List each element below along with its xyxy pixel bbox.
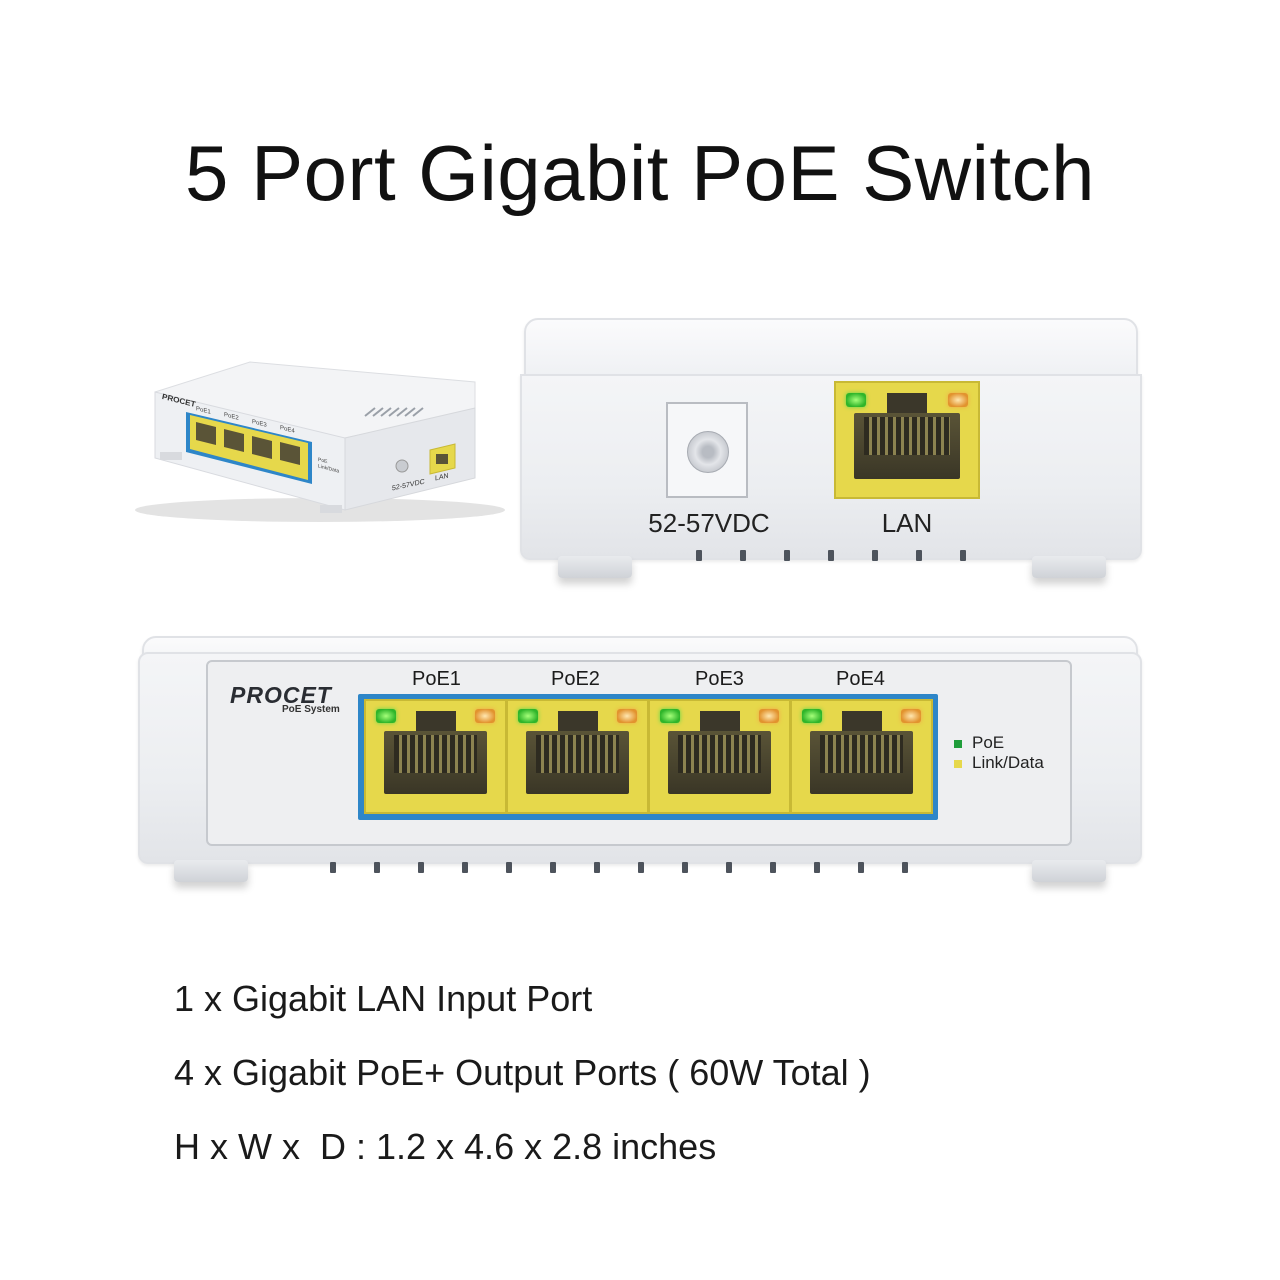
vent bbox=[784, 550, 790, 561]
poe2-poe-led bbox=[518, 709, 538, 723]
vent bbox=[696, 550, 702, 561]
spec-list: 1 x Gigabit LAN Input Port 4 x Gigabit P… bbox=[174, 975, 871, 1197]
lan-port[interactable] bbox=[834, 381, 980, 499]
lan-poe-led bbox=[846, 393, 866, 407]
poe4-link-led bbox=[901, 709, 921, 723]
poe2-jack-neck bbox=[557, 711, 598, 733]
spec-poe-output: 4 x Gigabit PoE+ Output Ports ( 60W Tota… bbox=[174, 1052, 871, 1093]
port-label-poe2: PoE2 bbox=[551, 668, 600, 690]
vent bbox=[726, 862, 732, 873]
poe4-poe-led bbox=[802, 709, 822, 723]
legend-link-label: Link/Data bbox=[972, 753, 1044, 772]
foot bbox=[1032, 860, 1106, 882]
vent bbox=[374, 862, 380, 873]
vent bbox=[960, 550, 966, 561]
poe-port-1[interactable] bbox=[364, 699, 507, 814]
poe-port-4[interactable] bbox=[790, 699, 933, 814]
vent bbox=[330, 862, 336, 873]
poe2-jack-pins bbox=[536, 735, 619, 773]
port-label-poe3: PoE3 bbox=[695, 668, 744, 690]
poe3-link-led bbox=[759, 709, 779, 723]
port-label-poe4: PoE4 bbox=[836, 668, 885, 690]
vent bbox=[462, 862, 468, 873]
page-title: 5 Port Gigabit PoE Switch bbox=[185, 129, 1095, 217]
vent bbox=[506, 862, 512, 873]
switch-isometric-image bbox=[135, 361, 505, 522]
port-label-poe1: PoE1 bbox=[412, 668, 461, 690]
vent bbox=[418, 862, 424, 873]
vent bbox=[770, 862, 776, 873]
vent bbox=[828, 550, 834, 561]
lan-label: LAN bbox=[881, 508, 933, 538]
brand-logo: PROCET bbox=[230, 682, 332, 708]
foot bbox=[1032, 556, 1106, 578]
lan-jack-neck bbox=[887, 393, 927, 415]
foot bbox=[558, 556, 632, 578]
poe4-jack-pins bbox=[820, 735, 903, 773]
legend-link-swatch bbox=[954, 759, 962, 768]
brand-subtitle: PoE System bbox=[282, 704, 340, 715]
switch-front-view: PROCET PoE System PoE1 PoE2 PoE3 PoE4 Po… bbox=[138, 636, 1142, 894]
lan-link-led bbox=[948, 393, 968, 407]
vent bbox=[858, 862, 864, 873]
vent bbox=[916, 550, 922, 561]
vent bbox=[872, 550, 878, 561]
spec-dimensions: H x W x D : 1.2 x 4.6 x 2.8 inches bbox=[174, 1126, 717, 1167]
switch-thumbnail: PROCET PoE1 PoE2 PoE3 PoE4 PoE Link/Data… bbox=[130, 350, 510, 530]
back-top-edge bbox=[524, 318, 1138, 382]
dc-power-jack bbox=[666, 402, 748, 498]
spec-lan-input: 1 x Gigabit LAN Input Port bbox=[174, 978, 593, 1019]
dc-jack-socket bbox=[687, 431, 729, 473]
foot bbox=[174, 860, 248, 882]
poe1-jack-pins bbox=[394, 735, 477, 773]
vent bbox=[638, 862, 644, 873]
poe-port-3[interactable] bbox=[648, 699, 791, 814]
legend-link-data: Link/Data bbox=[954, 753, 1044, 773]
poe3-jack-pins bbox=[678, 735, 761, 773]
vent bbox=[594, 862, 600, 873]
vent bbox=[740, 550, 746, 561]
poe1-link-led bbox=[475, 709, 495, 723]
poe4-jack-neck bbox=[841, 711, 882, 733]
legend-poe: PoE bbox=[954, 733, 1004, 753]
vent bbox=[814, 862, 820, 873]
vent bbox=[682, 862, 688, 873]
legend-poe-swatch bbox=[954, 739, 962, 748]
dc-label: 52-57VDC bbox=[648, 508, 770, 538]
vent bbox=[550, 862, 556, 873]
poe3-jack-neck bbox=[699, 711, 740, 733]
poe2-link-led bbox=[617, 709, 637, 723]
back-panel-body bbox=[520, 374, 1142, 560]
legend-poe-label: PoE bbox=[972, 733, 1005, 752]
switch-back-view: 52-57VDC LAN bbox=[520, 318, 1142, 583]
poe3-poe-led bbox=[660, 709, 680, 723]
vent bbox=[902, 862, 908, 873]
lan-jack-pins bbox=[864, 417, 950, 455]
poe-port-2[interactable] bbox=[506, 699, 649, 814]
poe1-poe-led bbox=[376, 709, 396, 723]
poe1-jack-neck bbox=[415, 711, 456, 733]
